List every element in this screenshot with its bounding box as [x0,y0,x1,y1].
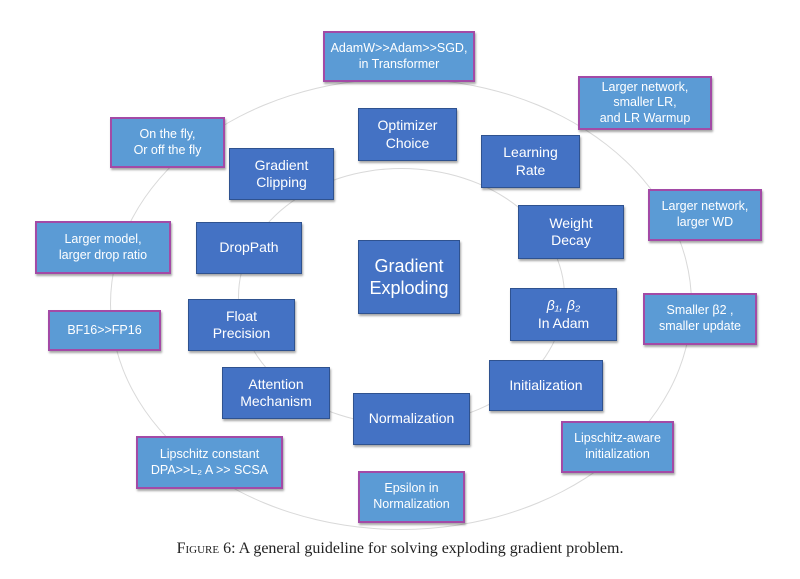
guideline-learning-rate: Larger network, smaller LR, and LR Warmu… [578,76,712,130]
figure-caption: Figure 6: A general guideline for solvin… [176,540,624,557]
guideline-weight-decay: Larger network, larger WD [648,189,762,241]
guideline-normalization: Epsilon in Normalization [358,471,465,523]
caption-text: A general guideline for solving explodin… [238,540,624,557]
factor-attention-mechanism: Attention Mechanism [222,367,330,419]
guideline-gradient-clipping: On the fly, Or off the fly [110,117,225,168]
factor-float-precision: Float Precision [188,299,295,351]
caption-label: Figure 6 [176,540,232,557]
guideline-optimizer: AdamW>>Adam>>SGD, in Transformer [323,31,475,82]
beta-suffix-label: In Adam [537,314,590,331]
center-node: Gradient Exploding [358,240,460,314]
factor-droppath: DropPath [196,222,302,274]
guideline-beta2: Smaller β2 , smaller update [643,293,757,345]
guideline-float-precision: BF16>>FP16 [48,310,161,351]
guideline-attention: Lipschitz constant DPA>>L₂ A >> SCSA [136,436,283,489]
factor-optimizer-choice: Optimizer Choice [358,108,457,161]
factor-weight-decay: Weight Decay [518,205,624,259]
factor-initialization: Initialization [489,360,603,411]
factor-beta-in-adam: β₁, β₂ In Adam [510,288,617,341]
factor-gradient-clipping: Gradient Clipping [229,148,334,200]
factor-normalization: Normalization [353,393,470,445]
factor-learning-rate: Learning Rate [481,135,580,188]
guideline-droppath: Larger model, larger drop ratio [35,221,171,274]
guideline-initialization: Lipschitz-aware initialization [561,421,674,473]
beta-symbols-label: β₁, β₂ [546,297,581,313]
